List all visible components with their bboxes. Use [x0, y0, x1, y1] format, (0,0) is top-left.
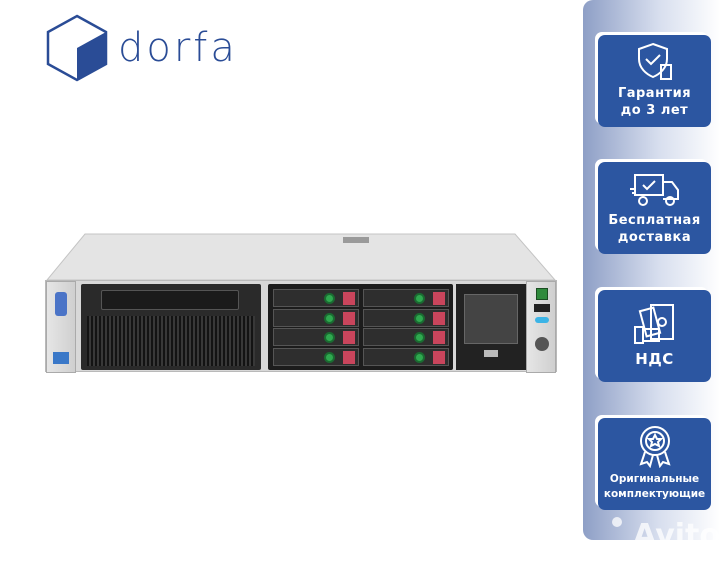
- feature-label: доставка: [617, 230, 692, 245]
- feature-label: до 3 лет: [620, 103, 689, 118]
- optical-drive-bay: [81, 284, 261, 370]
- hand-money-icon: [633, 304, 674, 344]
- drive-bay: [363, 289, 449, 307]
- feature-card-vat: НДС: [598, 290, 711, 382]
- drive-cage: [268, 284, 453, 370]
- watermark-text: Avito: [633, 517, 720, 553]
- drive-bay: [273, 347, 359, 366]
- dorfa-logo: dorfa: [46, 14, 238, 82]
- feature-label: комплектующие: [603, 488, 706, 500]
- drive-bay: [363, 347, 449, 366]
- server-image: [45, 232, 557, 374]
- feature-label: Гарантия: [617, 86, 692, 101]
- drive-bay: [363, 308, 449, 327]
- brand-name: dorfa: [118, 25, 238, 71]
- drive-bay: [273, 328, 359, 346]
- right-ear: [526, 281, 556, 373]
- server-front-panel: [45, 280, 557, 373]
- shield-hourglass-icon: [637, 42, 672, 80]
- award-rosette-icon: [638, 426, 671, 468]
- drive-bay: [363, 328, 449, 346]
- feature-card-original: Оригинальные комплектующие: [598, 418, 711, 510]
- feature-label: Оригинальные: [609, 473, 700, 485]
- server-lid: [45, 233, 557, 281]
- feature-card-delivery: Бесплатная доставка: [598, 162, 711, 254]
- drive-bay: [273, 308, 359, 327]
- avito-dots-icon: [612, 500, 629, 570]
- feature-label: НДС: [635, 350, 674, 368]
- cube-logo-icon: [46, 14, 108, 82]
- feature-card-warranty: Гарантия до 3 лет: [598, 35, 711, 127]
- control-panel: [456, 284, 526, 370]
- delivery-truck-icon: [629, 174, 679, 206]
- hp-logo-icon: [535, 337, 549, 351]
- left-ear: [46, 281, 76, 373]
- drive-bay: [273, 289, 359, 307]
- dvd-drive: [101, 290, 239, 310]
- power-button-icon: [536, 288, 548, 300]
- avito-watermark: Avito: [612, 500, 720, 570]
- feature-label: Бесплатная: [608, 213, 701, 228]
